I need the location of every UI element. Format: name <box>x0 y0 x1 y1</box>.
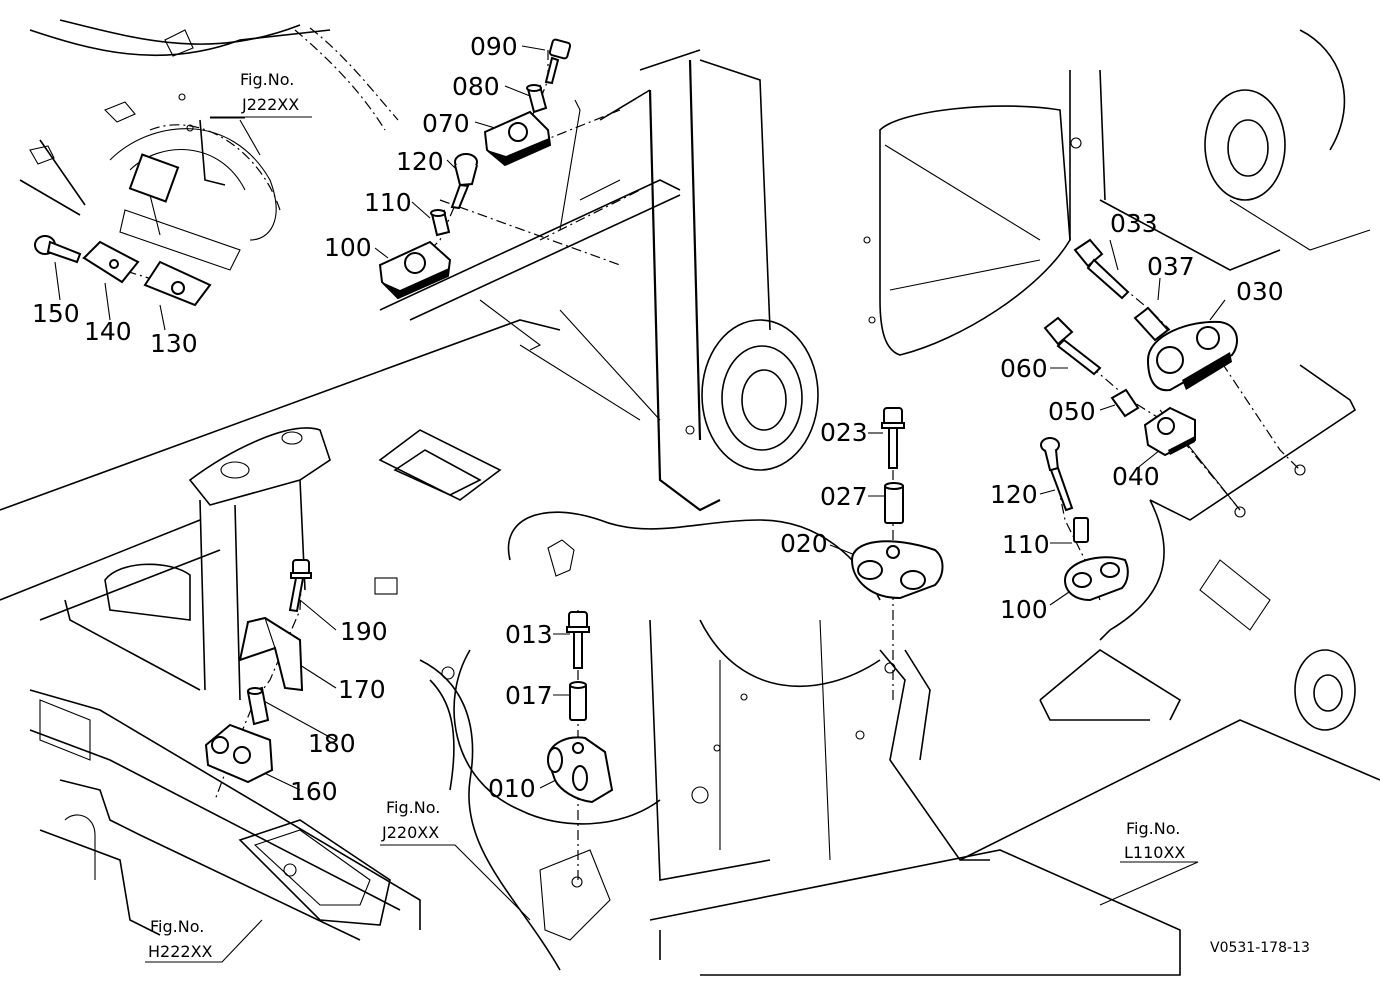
clamp-020-icon <box>850 540 944 600</box>
part-label: 190 <box>340 617 388 646</box>
fig-ref-code[interactable]: J222XX <box>241 95 299 114</box>
bolt-023-icon <box>881 407 905 469</box>
fig-ref-prefix: Fig.No. <box>240 70 294 89</box>
clamp-160-icon <box>204 723 274 784</box>
part-label: 060 <box>1000 354 1048 383</box>
part-label: 110 <box>1002 530 1050 559</box>
part-label: 080 <box>452 72 500 101</box>
drawing-code: V0531-178-13 <box>1210 940 1310 956</box>
clamp-040-icon <box>1143 406 1196 457</box>
part-label: 160 <box>290 777 338 806</box>
cover-170-icon <box>238 616 304 692</box>
fig-ref-prefix: Fig.No. <box>150 917 204 936</box>
part-label: 100 <box>324 233 372 262</box>
part-label: 020 <box>780 529 828 558</box>
leader-lines <box>49 45 1301 963</box>
clamp-030-icon <box>1146 320 1238 392</box>
part-label: 013 <box>505 620 553 649</box>
part-label: 140 <box>84 317 132 346</box>
part-label: 130 <box>150 329 198 358</box>
part-label: 110 <box>364 188 412 217</box>
fig-ref-code[interactable]: H222XX <box>148 942 213 961</box>
part-label: 027 <box>820 482 868 511</box>
part-label: 023 <box>820 418 868 447</box>
spacer-180-icon <box>246 686 270 726</box>
part-label: 050 <box>1048 397 1096 426</box>
fig-ref-prefix: Fig.No. <box>1126 819 1180 838</box>
part-label: 070 <box>422 109 470 138</box>
part-label: 150 <box>32 299 80 328</box>
bolt-060-icon <box>1043 316 1102 376</box>
spacer-140-icon <box>82 240 140 284</box>
fig-ref-code[interactable]: L110XX <box>1124 843 1185 862</box>
bolt-150-icon <box>34 235 82 264</box>
part-label: 030 <box>1236 277 1284 306</box>
bolt-190-icon <box>288 559 312 613</box>
clamp-070-icon <box>483 110 552 167</box>
spacer-050-icon <box>1110 388 1140 418</box>
part-label: 010 <box>488 774 536 803</box>
block-130-icon <box>143 260 212 307</box>
spacer-080-icon <box>526 84 548 114</box>
part-label: 040 <box>1112 462 1160 491</box>
spacer-110-top-icon <box>430 209 451 237</box>
part-label: 120 <box>396 147 444 176</box>
bolt-013-icon <box>566 611 590 669</box>
machine-body-outline <box>0 19 1380 976</box>
bolt-120-right-icon <box>1040 437 1074 512</box>
spacer-017-icon <box>569 681 587 721</box>
part-label: 120 <box>990 480 1038 509</box>
parts <box>34 38 1238 804</box>
bolt-033-icon <box>1073 238 1130 300</box>
fig-ref-code[interactable]: J220XX <box>381 823 439 842</box>
fig-ref-j222[interactable]: Fig.No. J222XX <box>210 70 312 118</box>
part-label: 100 <box>1000 595 1048 624</box>
part-label: 170 <box>338 675 386 704</box>
fig-ref-h222[interactable]: Fig.No. H222XX <box>148 917 213 961</box>
clamp-100-right-icon <box>1063 556 1129 602</box>
part-label: 180 <box>308 729 356 758</box>
fig-ref-prefix: Fig.No. <box>386 798 440 817</box>
spacer-037-icon <box>1133 306 1170 342</box>
part-label: 090 <box>470 32 518 61</box>
clamp-100-top-icon <box>378 240 452 300</box>
fig-ref-j220[interactable]: Fig.No. J220XX <box>381 798 440 842</box>
clamp-010-icon <box>546 736 614 804</box>
part-label: 033 <box>1110 209 1158 238</box>
part-label: 037 <box>1147 252 1195 281</box>
bolt-090-icon <box>544 38 572 85</box>
bolt-120-top-icon <box>450 153 478 210</box>
part-labels: 090 080 070 120 110 100 150 140 130 033 … <box>32 32 1284 806</box>
part-label: 017 <box>505 681 553 710</box>
spacer-027-icon <box>884 482 904 524</box>
fig-ref-l110[interactable]: Fig.No. L110XX <box>1124 819 1185 862</box>
spacer-110-right-icon <box>1073 517 1089 543</box>
